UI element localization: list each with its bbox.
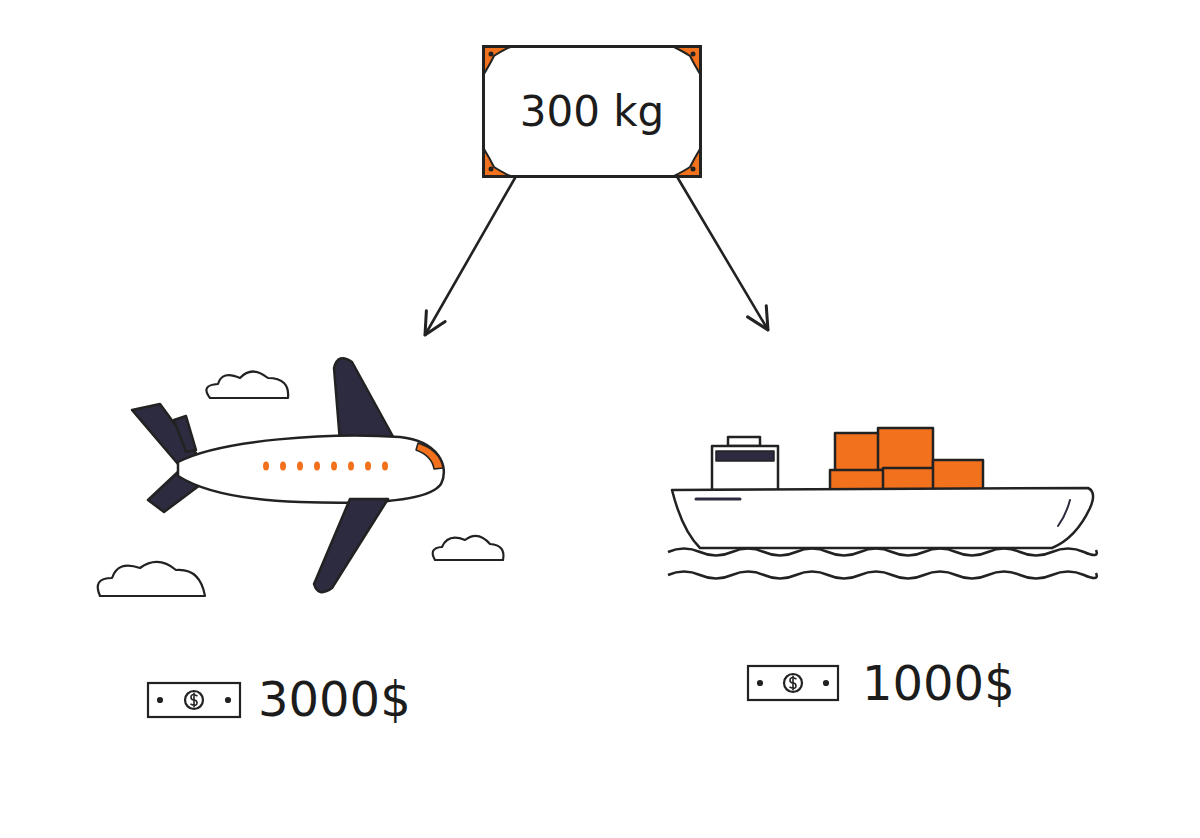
dollar-symbol bbox=[191, 693, 198, 708]
ship-bridge-top bbox=[728, 437, 760, 446]
banknote-dot bbox=[158, 698, 162, 702]
price-label: 3000$ bbox=[258, 671, 411, 727]
money-icon bbox=[748, 666, 838, 700]
airplane-lower-wing bbox=[314, 499, 388, 592]
airplane-illustration bbox=[132, 358, 444, 592]
rivet bbox=[489, 52, 494, 57]
ship-hull bbox=[672, 488, 1093, 548]
banknote-coin bbox=[784, 674, 802, 692]
window bbox=[348, 462, 354, 471]
rivet bbox=[691, 52, 696, 57]
cloud bbox=[206, 372, 288, 399]
cloud bbox=[433, 536, 504, 560]
weight-label: 300 kg bbox=[520, 87, 665, 137]
airplane-windows bbox=[263, 462, 388, 471]
cargo-box: 300 kg bbox=[482, 45, 702, 178]
flow-arrow bbox=[678, 178, 768, 330]
clouds bbox=[98, 372, 504, 597]
cloud bbox=[98, 562, 205, 596]
air-freight-option: 3000$ bbox=[130, 335, 460, 735]
banknote-coin bbox=[185, 691, 203, 709]
window bbox=[263, 462, 269, 471]
money-icon bbox=[148, 683, 240, 717]
window bbox=[382, 462, 388, 471]
airplane-tail-fin bbox=[132, 404, 198, 464]
banknote-dot bbox=[226, 698, 230, 702]
airplane-upper-wing bbox=[334, 358, 396, 442]
dollar-symbol bbox=[790, 676, 797, 691]
window bbox=[297, 462, 303, 471]
banknote-dot bbox=[758, 681, 762, 685]
airplane-fuselage bbox=[178, 436, 444, 503]
sea-wave bbox=[668, 549, 1097, 556]
corner-ornament bbox=[484, 149, 510, 176]
corner-rivets bbox=[489, 52, 696, 172]
hull-highlight bbox=[1058, 500, 1070, 526]
rivet bbox=[691, 167, 696, 172]
box-corners bbox=[484, 47, 700, 176]
corner-ornament bbox=[484, 47, 510, 74]
banknote-dot bbox=[824, 681, 828, 685]
corner-ornament bbox=[674, 149, 700, 176]
ship-bridge-windows bbox=[716, 451, 774, 461]
banknote bbox=[748, 666, 838, 700]
hull-stripe bbox=[696, 498, 740, 501]
window bbox=[365, 462, 371, 471]
sea-freight-option: 1000$ bbox=[660, 330, 1100, 735]
window bbox=[331, 462, 337, 471]
window bbox=[280, 462, 286, 471]
ship-bridge bbox=[712, 446, 778, 490]
corner-ornament bbox=[674, 47, 700, 74]
price-label: 1000$ bbox=[862, 655, 1015, 711]
airplane-tail-fin bbox=[174, 416, 196, 452]
airplane-nose-stripe bbox=[416, 443, 443, 469]
flow-arrow bbox=[425, 178, 515, 335]
window bbox=[314, 462, 320, 471]
banknote bbox=[148, 683, 240, 717]
sea-wave bbox=[668, 572, 1097, 579]
ship-illustration bbox=[668, 428, 1097, 579]
cargo-container bbox=[878, 428, 933, 470]
cargo-container bbox=[835, 433, 880, 473]
rivet bbox=[489, 167, 494, 172]
